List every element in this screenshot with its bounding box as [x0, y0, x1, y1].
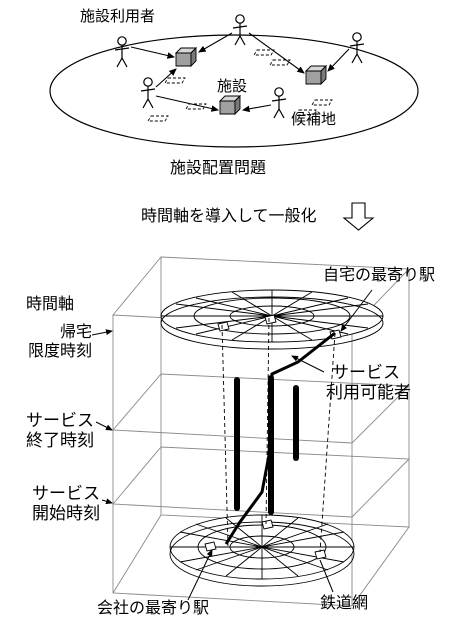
person-icon — [232, 14, 248, 46]
time-axis-label: 時間軸 — [26, 294, 75, 313]
person-icon — [271, 87, 287, 119]
home-station-label: 自宅の最寄り駅 — [323, 265, 436, 284]
facilities — [175, 47, 327, 115]
facility-label: 施設 — [217, 77, 248, 95]
service-user-label: サービス 利用可能者 — [326, 363, 411, 404]
candidate-site-icon — [253, 49, 275, 56]
facility-box-icon — [175, 47, 197, 67]
problem-caption: 施設配置問題 — [170, 158, 267, 177]
time-projections — [221, 317, 336, 553]
rail-network-label: 鉄道網 — [320, 593, 369, 612]
person-icon — [114, 36, 130, 68]
return-limit-label: 帰宅 限度時刻 — [27, 322, 92, 361]
office-station-icon — [204, 541, 217, 552]
service-user-trajectory — [224, 331, 336, 545]
station-icon — [217, 321, 230, 332]
candidate-site-icon — [164, 77, 186, 84]
station-icon — [264, 314, 277, 325]
facility-region-ellipse — [49, 34, 419, 148]
label-leaders — [91, 289, 373, 601]
down-arrow-icon — [342, 202, 375, 231]
top-diagram — [49, 14, 419, 148]
candidate-site-label: 候補地 — [291, 110, 337, 128]
office-station-label: 会社の最寄り駅 — [97, 598, 210, 617]
person-icon — [140, 77, 156, 109]
candidate-site-icon — [311, 99, 333, 106]
service-end-label: サービス 終了時刻 — [26, 411, 94, 452]
lower-network — [169, 514, 355, 587]
generalization-label: 時間軸を導入して一般化 — [141, 206, 317, 225]
station-icon — [261, 519, 274, 530]
candidate-site-icon — [147, 115, 169, 122]
service-bars — [234, 375, 299, 515]
station-icon — [314, 549, 327, 560]
facility-users-label: 施設利用者 — [80, 7, 156, 25]
assignment-arrows — [130, 32, 350, 113]
service-start-label: サービス 開始時刻 — [32, 484, 100, 525]
facility-box-icon — [305, 65, 327, 85]
facility-box-icon — [219, 95, 241, 115]
